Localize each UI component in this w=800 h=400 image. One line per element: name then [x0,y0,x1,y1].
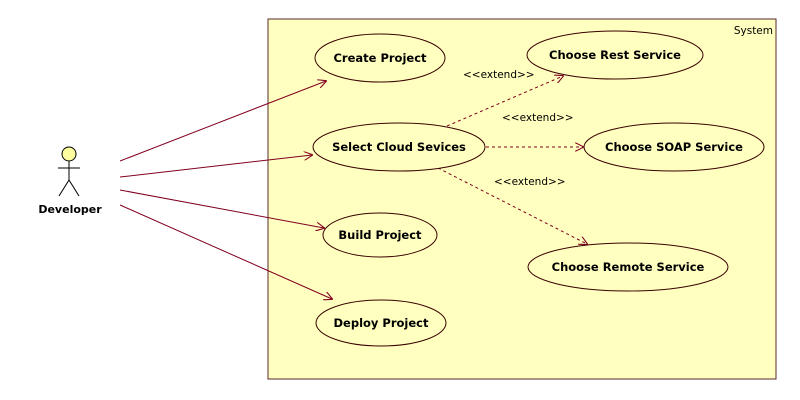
use-case-deploy-project[interactable]: Deploy Project [315,299,447,347]
use-case-shape [527,242,729,292]
use-case-choose-remote-service[interactable]: Choose Remote Service [527,242,729,292]
actor-right-leg [68,179,80,197]
actor-label: Developer [38,203,102,216]
use-case-shape [322,212,438,258]
use-case-shape [526,30,704,80]
extend-label-remote: <<extend>> [494,176,566,188]
association-deploy-project [119,204,332,299]
use-case-label: Create Project [333,51,427,65]
use-case-label: Select Cloud Sevices [332,140,466,154]
use-case-label: Deploy Project [334,316,429,330]
use-case-label: Choose SOAP Service [605,140,743,154]
actor-head-icon [61,146,77,162]
use-case-label: Build Project [338,228,422,242]
actor-left-leg [58,179,70,197]
use-case-create-project[interactable]: Create Project [314,33,446,83]
association-select-cloud [119,155,312,178]
use-case-shape [314,33,446,83]
extend-relations: <<extend>> <<extend>> <<extend>> [437,69,587,244]
actor-developer[interactable]: Developer [38,146,102,216]
association-create-project [119,81,326,162]
associations [119,81,332,299]
use-case-build-project[interactable]: Build Project [322,212,438,258]
extend-label-soap: <<extend>> [502,112,574,124]
system-label: System [734,25,773,37]
use-case-shape [583,122,765,172]
use-case-shape [315,299,447,347]
use-case-label: Choose Remote Service [552,260,705,274]
use-case-label: Choose Rest Service [549,48,681,62]
use-case-shape [312,122,486,172]
use-case-choose-rest-service[interactable]: Choose Rest Service [526,30,704,80]
extend-label-rest: <<extend>> [463,69,535,81]
association-build-project [119,189,324,228]
use-case-choose-soap-service[interactable]: Choose SOAP Service [583,122,765,172]
use-case-select-cloud-services[interactable]: Select Cloud Sevices [312,122,486,172]
extend-line-remote [437,167,587,244]
